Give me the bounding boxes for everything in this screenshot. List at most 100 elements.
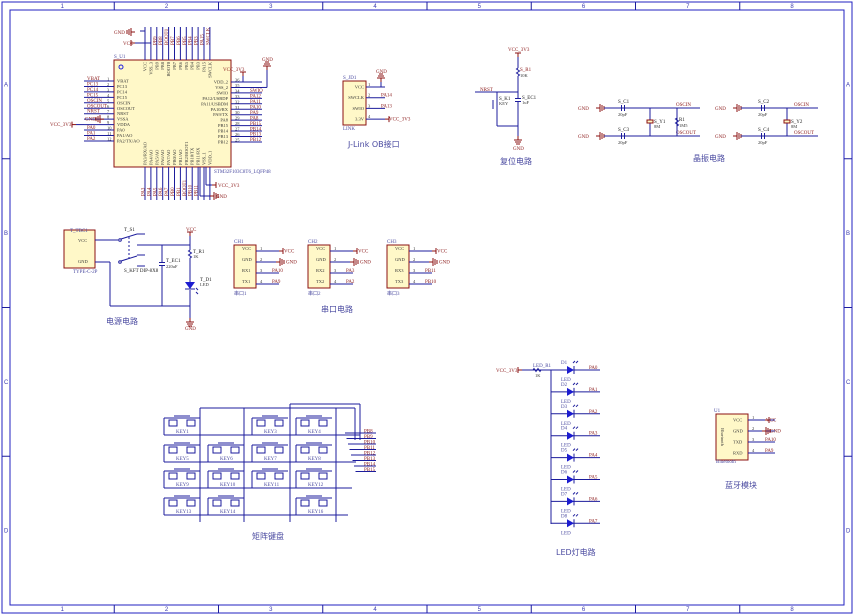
led-value: LED [561, 488, 571, 493]
capacitor-icon [761, 133, 765, 139]
key-contact-icon [274, 472, 284, 480]
resistor-value: 1K [193, 254, 199, 259]
net-label: VCC_3V3 [50, 123, 72, 128]
frame-col-label: 3 [269, 607, 273, 613]
pin-name: PA5/AO [154, 149, 159, 165]
led-value: LED [561, 466, 571, 471]
net-label: PA0 [87, 126, 96, 131]
pin-number: 34 [235, 88, 240, 93]
resistor-ref: T_R1 [193, 250, 205, 255]
key-contact-icon [300, 499, 310, 507]
frame-row-label: D [4, 529, 9, 535]
keypad-key: KEY7 [251, 442, 288, 463]
key-contact-icon [212, 472, 222, 480]
light-rays-icon [572, 513, 579, 517]
pin-number: 2 [260, 257, 262, 262]
pin-number: 2 [334, 257, 336, 262]
pin-number: 29 [235, 116, 240, 121]
pin-name: GND [242, 257, 252, 262]
resistor-ref: S_R1 [520, 68, 532, 73]
diode-body [567, 366, 574, 374]
net-label: VCC [766, 419, 777, 424]
ground-icon [377, 73, 385, 82]
net-label: PA9 [765, 449, 774, 454]
frame-row-label: C [846, 380, 851, 386]
frame-col-label: 8 [790, 607, 794, 613]
key-contact-icon [274, 419, 284, 427]
mcu-body [113, 59, 232, 168]
key-contact-icon [256, 446, 266, 454]
led-ref: D5 [561, 449, 568, 454]
pin-name: PC14 [117, 89, 128, 94]
net-label: VCC [186, 228, 197, 233]
jlink-title: J-Link OB接口 [347, 139, 400, 149]
pin-number: 3 [752, 437, 755, 442]
resistor-value: 10K [520, 73, 529, 78]
frame-col-label: 4 [373, 607, 377, 613]
pin-number: 7 [107, 109, 110, 114]
frame-row-label: B [846, 231, 850, 237]
pin-number: 2 [107, 82, 109, 87]
net-label: OSCIN [794, 103, 809, 108]
diode-body [567, 519, 574, 528]
pin-number: 26 [235, 132, 240, 137]
ground-icon [276, 258, 285, 266]
led-diode-icon [567, 513, 579, 528]
pin-number: 31 [235, 105, 240, 110]
net-label: GND [715, 135, 726, 140]
net-label: VCC_3V3 [508, 48, 530, 53]
net-label: VBAT [87, 77, 100, 82]
frame-col-label: 1 [61, 4, 65, 10]
net-label: SWIO [250, 89, 263, 94]
ground-icon [762, 427, 771, 435]
mcu-part: STM32F103C8T6_LQFP48 [214, 170, 271, 175]
resistor-icon [674, 117, 680, 127]
net-label: PA3 [589, 432, 598, 437]
net-label: PB8 [364, 430, 373, 435]
pin-name: PB0/AO [172, 149, 177, 165]
key-label: KEY4 [308, 430, 321, 435]
frame-col-label: 6 [582, 607, 586, 613]
key-contact-icon [256, 419, 266, 427]
mcu-ref: S_U1 [114, 55, 126, 60]
net-label: PB13 [364, 457, 376, 462]
net-label: GND [578, 135, 589, 140]
frame-row-label: B [4, 231, 8, 237]
capacitor-icon [621, 105, 625, 111]
frame-row-label: C [4, 380, 9, 386]
led-diode-icon [567, 470, 579, 484]
keypad-key: KEY5 [163, 442, 200, 463]
led-ref: D6 [561, 471, 568, 476]
pin-name: PB6 [178, 61, 183, 70]
net-label: PA15 [201, 34, 206, 45]
net-label: VCC [358, 250, 369, 255]
key-label: KEY10 [220, 483, 236, 488]
light-rays-icon [572, 404, 579, 408]
crystal-icon [646, 119, 654, 124]
net-label: GND [185, 327, 196, 332]
capacitor-ref: T_EC1 [166, 259, 181, 264]
net-label: GND [286, 261, 297, 266]
pin-name: VCC [143, 62, 148, 71]
wire [674, 117, 680, 127]
pin-number: 11 [107, 131, 111, 136]
power-port-icon [353, 248, 358, 254]
pin-name: PA4/AO [148, 149, 153, 165]
net-label: VCC [437, 250, 448, 255]
header-body [307, 244, 331, 289]
net-label: PA3 [346, 269, 355, 274]
net-label: OSCIN [87, 99, 102, 104]
net-label: GND [85, 118, 96, 123]
pin-number: 1 [107, 77, 109, 82]
net-label: BOOT0 [165, 28, 170, 45]
header-ref: CH3 [387, 240, 397, 245]
pin-number: 12 [107, 136, 112, 141]
header-body [386, 244, 410, 289]
led-ref: D4 [561, 427, 568, 432]
net-label: PB0 [171, 187, 176, 196]
resistor-value: 1M5 [679, 123, 688, 128]
pin-name: VCC [733, 418, 742, 423]
net-label: GND [439, 261, 450, 266]
switch-contact-icon [118, 260, 122, 264]
